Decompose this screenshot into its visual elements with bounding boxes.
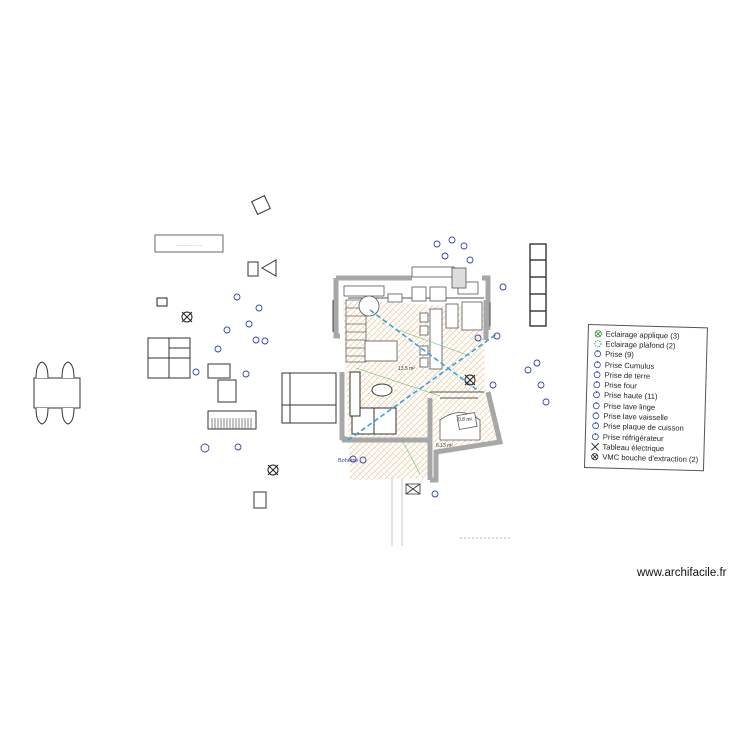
legend-item-label: Eclairage plafond (2) [605,339,676,351]
walls [333,275,504,483]
windows [332,300,491,332]
socket-icon [591,370,601,379]
legend-item: Prise réfrigérateur [590,431,701,444]
socket-icon [590,421,600,430]
ceiling-light-icon [592,339,602,348]
dining-table [33,361,81,425]
room-number-label: 2 [382,320,386,326]
wall-light-icon [593,329,603,338]
legend-item: Prise lave linge [591,400,702,413]
watermark-text: www.archifacile.fr [637,567,727,579]
misc-furniture [207,195,277,509]
legend-item-label: Prise réfrigérateur [602,432,664,443]
shelf-unit [147,337,191,379]
socket-icon [592,360,602,369]
radiator [529,243,547,327]
legend-item-label: Prise four [604,380,637,391]
legend-item: Eclairage plafond (2) [592,338,703,351]
cyan-lines [347,309,499,441]
legend-item-label: Prise de terre [604,370,651,381]
vent-icon [589,452,599,461]
panel-icon [589,442,599,451]
electrical-symbols [192,236,550,498]
legend-item: Prise de terre [591,369,702,382]
board-label: - - - - - - - - - - - [154,234,224,253]
legend-item: VMC bouche d'extraction (2) [589,452,700,465]
legend-item-label: Prise Cumulus [604,360,655,371]
living-furniture [349,371,397,435]
legend-item-label: Prise lave vaisselle [603,411,669,423]
legend-item: Prise four [591,380,702,393]
area-label-corridor: 6.13 m² [436,443,453,449]
legend-panel: Eclairage applique (3)Eclairage plafond … [583,324,708,472]
legend-item: Prise (9) [592,349,703,362]
piano [207,410,257,430]
bed [281,372,337,424]
legend-item-label: VMC bouche d'extraction (2) [602,452,699,465]
socket-icon [591,391,601,400]
legend-item: Tableau électrique [589,441,700,454]
socket-icon [591,380,601,389]
bottom-label: Bohême [338,458,359,464]
green-lines [355,329,471,475]
board-label-text: - - - - - - - - - - - [176,242,202,247]
legend-item-label: Tableau électrique [602,442,665,454]
legend-item: Prise Cumulus [592,359,703,372]
legend-item: Prise lave vaisselle [590,410,701,423]
legend-item: Eclairage applique (3) [593,328,704,341]
legend-item: Prise plaque de cuisson [590,421,701,434]
special-symbols [156,297,476,476]
socket-icon [590,411,600,420]
socket-icon [592,349,602,358]
socket-icon [591,401,601,410]
legend-item-label: Prise lave linge [603,401,656,412]
socket-icon [590,432,600,441]
exit-corridor [391,478,510,546]
area-label-small: 0.8 m² [458,417,473,423]
legend-item-label: Prise (9) [605,349,634,360]
bathroom-fixtures [439,412,481,441]
kitchen-furniture [343,266,483,370]
area-label-main: 13.5 m² [398,366,415,372]
legend-item-label: Prise haute (11) [603,390,658,402]
legend-item: Prise haute (11) [591,390,702,403]
